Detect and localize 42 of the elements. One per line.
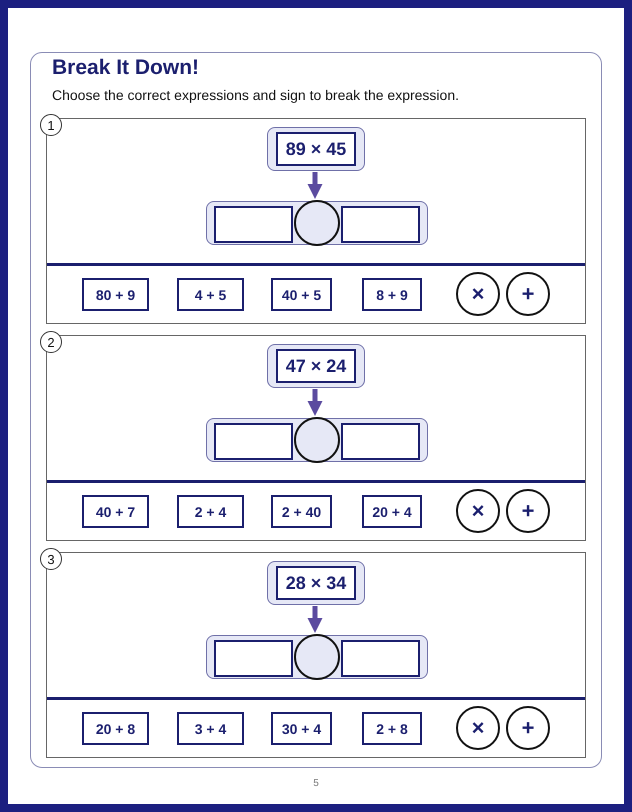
arrow xyxy=(308,606,322,633)
expression-choice: 2 + 8 xyxy=(362,712,422,745)
expression-choice: 40 + 5 xyxy=(271,278,332,311)
sign-choice: × xyxy=(456,706,500,750)
answer-circle xyxy=(294,417,340,463)
expression-choice: 30 + 4 xyxy=(271,712,332,745)
answer-circle xyxy=(294,200,340,246)
arrow xyxy=(308,389,322,416)
instructions-text: Choose the correct expressions and sign to break the expression. xyxy=(52,87,460,103)
page-number: 5 xyxy=(312,778,320,789)
expression-card xyxy=(267,127,365,171)
expression-text: 47 × 24 xyxy=(276,349,356,383)
sign-choice: × xyxy=(456,272,500,316)
expression-card xyxy=(267,561,365,605)
sign-choice: + xyxy=(506,706,550,750)
expression-choice: 20 + 8 xyxy=(82,712,149,745)
answer-tray xyxy=(206,418,428,462)
sign-choice: × xyxy=(456,489,500,533)
answer-box xyxy=(214,423,293,460)
worksheet-title: Break It Down! xyxy=(52,56,200,80)
sign-choice: + xyxy=(506,272,550,316)
expression-text: 89 × 45 xyxy=(276,132,356,166)
expression-card xyxy=(267,344,365,388)
answer-box xyxy=(341,206,420,243)
answer-circle xyxy=(294,634,340,680)
expression-text: 28 × 34 xyxy=(276,566,356,600)
expression-choice: 2 + 40 xyxy=(271,495,332,528)
expression-choice: 3 + 4 xyxy=(177,712,244,745)
answer-box xyxy=(341,640,420,677)
sign-choice: + xyxy=(506,489,550,533)
expression-choice: 80 + 9 xyxy=(82,278,149,311)
expression-choice: 4 + 5 xyxy=(177,278,244,311)
expression-choice: 20 + 4 xyxy=(362,495,422,528)
expression-choice: 40 + 7 xyxy=(82,495,149,528)
answer-box xyxy=(214,206,293,243)
answer-tray xyxy=(206,201,428,245)
arrow xyxy=(308,172,322,199)
answer-box xyxy=(341,423,420,460)
answer-box xyxy=(214,640,293,677)
expression-choice: 2 + 4 xyxy=(177,495,244,528)
expression-choice: 8 + 9 xyxy=(362,278,422,311)
answer-tray xyxy=(206,635,428,679)
